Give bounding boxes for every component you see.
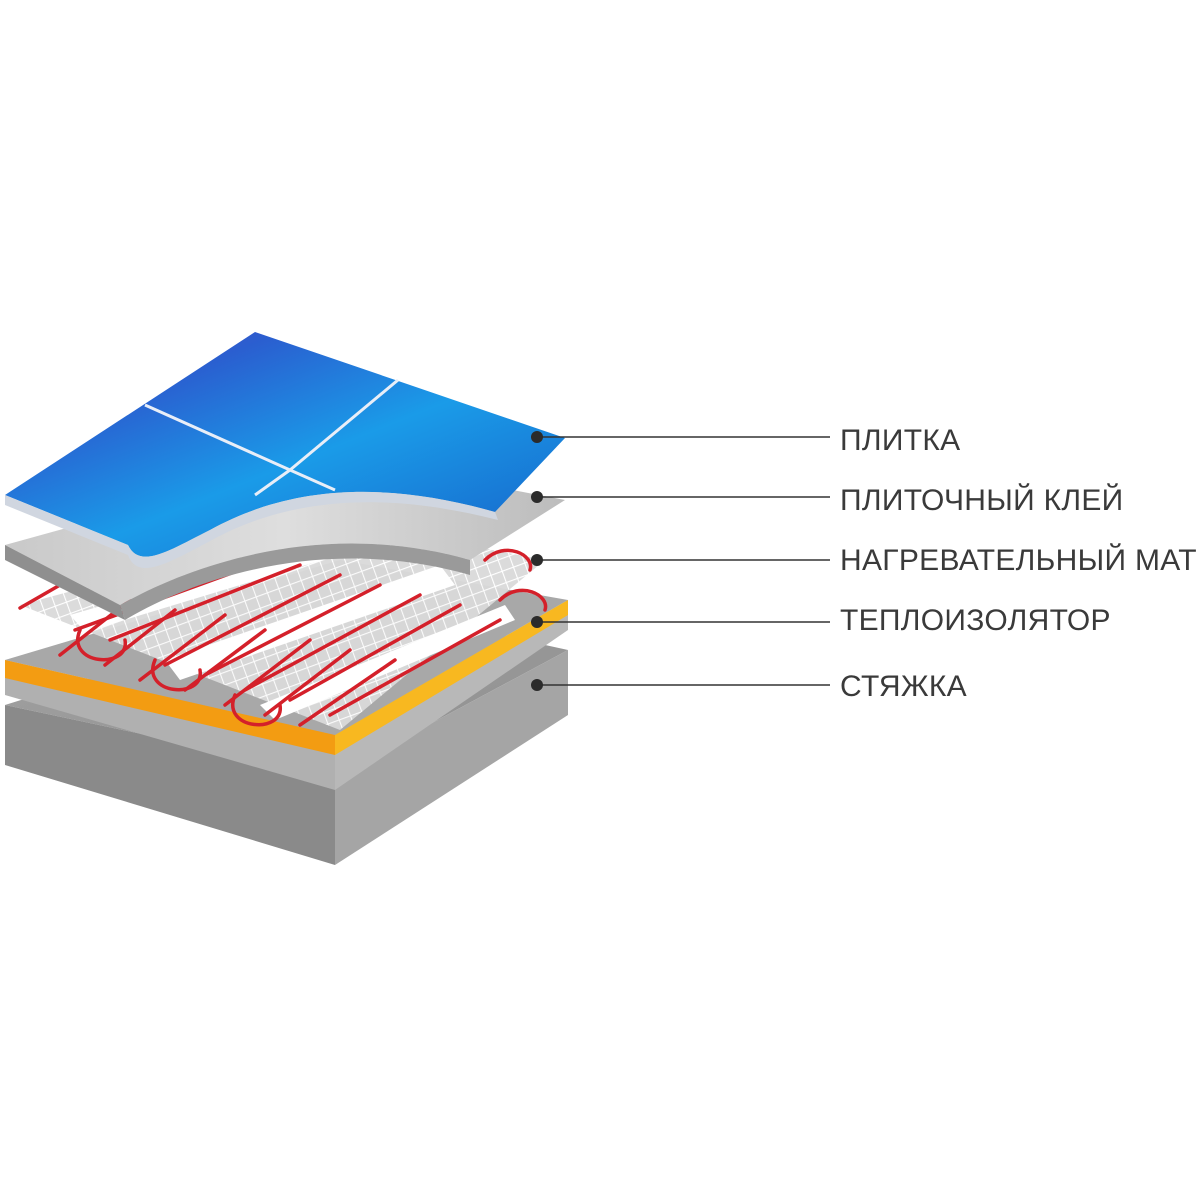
tile-layer	[5, 332, 565, 569]
layer-label-text: ТЕПЛОИЗОЛЯТОР	[840, 604, 1111, 637]
layer-label-text: ПЛИТКА	[840, 424, 960, 457]
tile-grout-lines	[144, 378, 399, 497]
tile-edge	[5, 491, 498, 569]
cable-run	[18, 583, 62, 610]
cable-run	[108, 563, 302, 642]
adhesive-edge	[120, 543, 470, 620]
tile-surface	[5, 332, 565, 557]
leader-dot	[531, 554, 543, 566]
layer-label-text: НАГРЕВАТЕЛЬНЫЙ МАТ	[840, 543, 1197, 577]
cable-run	[288, 603, 462, 702]
cable-run	[223, 638, 312, 707]
cable-run	[203, 583, 382, 677]
leader-dot	[531, 679, 543, 691]
cable-run	[243, 593, 422, 692]
cable-run	[163, 573, 342, 667]
leader-dot	[531, 431, 543, 443]
label-screed: СТЯЖКА	[531, 670, 967, 703]
leader-dot	[531, 616, 543, 628]
insulator-orange-front	[5, 660, 335, 755]
label-heating-mat: НАГРЕВАТЕЛЬНЫЙ МАТ	[531, 543, 1197, 577]
cable-run	[298, 658, 397, 727]
cable-loop	[498, 588, 548, 612]
cable-loop	[231, 693, 282, 727]
label-adhesive: ПЛИТОЧНЫЙ КЛЕЙ	[531, 483, 1124, 517]
cable-loop	[483, 548, 533, 572]
leader-dot	[531, 491, 543, 503]
label-insulator: ТЕПЛОИЗОЛЯТОР	[531, 604, 1111, 637]
cable-run	[328, 618, 502, 717]
cable-loop	[76, 628, 127, 662]
label-tile: ПЛИТКА	[531, 424, 960, 457]
layer-label-text: ПЛИТОЧНЫЙ КЛЕЙ	[840, 483, 1124, 517]
insulator-orange-side	[335, 600, 568, 755]
layer-label-text: СТЯЖКА	[840, 670, 967, 703]
layer-labels: ПЛИТКА ПЛИТОЧНЫЙ КЛЕЙ НАГРЕВАТЕЛЬНЫЙ МАТ ТЕ…	[531, 424, 1197, 703]
cable-loop	[151, 658, 202, 692]
screed-front	[5, 705, 335, 865]
adhesive-front-edge	[5, 545, 125, 620]
screed-side	[335, 650, 568, 865]
